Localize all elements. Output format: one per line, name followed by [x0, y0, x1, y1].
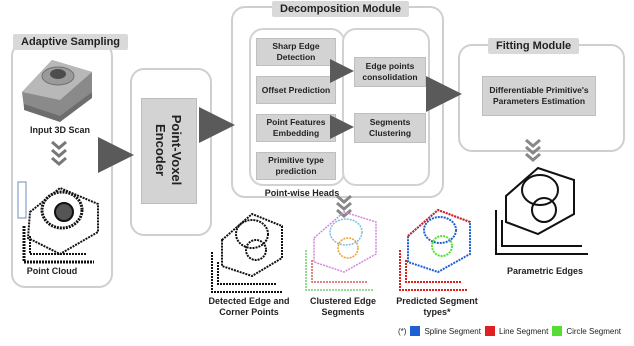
legend-marker: (*) [398, 326, 407, 336]
point-cloud-image [17, 181, 99, 264]
parameters-estimation-box: Differentiable Primitive's Parameters Es… [482, 76, 596, 116]
legend-label-circle: Circle Segment [566, 326, 621, 336]
sampling-title: Adaptive Sampling [13, 34, 129, 50]
heads-down-chevrons [336, 194, 352, 218]
head-offset-prediction: Offset Prediction [256, 76, 336, 104]
legend-label-line: Line Segment [498, 326, 549, 336]
head-sharp-edge-detection: Sharp Edge Detection [256, 38, 336, 66]
segment-type-legend: (*) Spline Segment Line Segment Circle S… [398, 326, 621, 336]
fitting-down-chevrons [525, 138, 541, 162]
segments-clustering-box: Segments Clustering [354, 113, 426, 143]
input-3d-scan-label: Input 3D Scan [29, 125, 90, 135]
encoder-block [141, 98, 197, 204]
predicted-types-image [399, 208, 471, 291]
input-3d-scan-image [22, 60, 92, 122]
predicted-types-label: Predicted Segment types* [396, 296, 478, 317]
head-primitive-type-prediction: Primitive type prediction [256, 152, 336, 180]
edge-points-consolidation-box: Edge points consolidation [354, 57, 426, 87]
parametric-edges-image [495, 166, 588, 255]
fitting-title: Fitting Module [488, 38, 580, 54]
clustered-segments-image [305, 211, 377, 291]
detected-edge-label: Detected Edge and Corner Points [208, 296, 290, 317]
point-wise-heads-label: Point-wise Heads [264, 188, 340, 198]
decomposition-title: Decomposition Module [272, 1, 409, 17]
legend-swatch-circle [552, 326, 563, 336]
clustered-segments-label: Clustered Edge Segments [309, 296, 376, 317]
sampling-down-chevrons [51, 140, 67, 166]
legend-swatch-spline [410, 326, 421, 336]
detected-edges-image [211, 212, 283, 293]
head-point-features-embedding: Point Features Embedding [256, 114, 336, 142]
legend-swatch-line [484, 326, 495, 336]
point-cloud-label: Point Cloud [26, 266, 78, 276]
post-processing-subpanel [342, 28, 430, 186]
legend-label-spline: Spline Segment [424, 326, 481, 336]
parametric-edges-label: Parametric Edges [506, 266, 584, 276]
